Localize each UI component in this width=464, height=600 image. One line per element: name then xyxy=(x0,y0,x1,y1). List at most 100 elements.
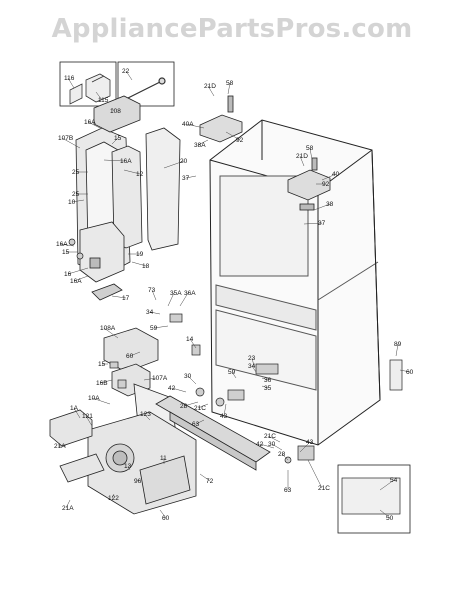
part-label: 16A xyxy=(120,158,132,165)
part-label: 38A xyxy=(194,142,206,149)
leader-line xyxy=(111,295,127,299)
leader-line xyxy=(73,275,89,282)
part-label: 21D xyxy=(296,153,308,160)
part-label: 35 xyxy=(264,385,272,392)
part-label: 63 xyxy=(192,421,200,428)
part-label: 116 xyxy=(64,75,75,82)
part-label: 40A xyxy=(182,121,194,128)
tool-22-drawing xyxy=(127,77,166,99)
part-label: 54 xyxy=(390,477,398,484)
leader-line xyxy=(189,338,197,349)
leader-line xyxy=(153,325,169,329)
leader-line xyxy=(197,403,209,409)
part-label: 16B xyxy=(96,380,108,387)
leader-line xyxy=(185,175,197,179)
part-label: 60 xyxy=(406,369,414,376)
leader-line xyxy=(261,377,269,381)
part-label: 107A xyxy=(152,375,168,382)
part-label: 10A xyxy=(88,395,100,402)
part-label: 92 xyxy=(322,181,330,188)
leader-line xyxy=(225,131,241,141)
part-label: 21A xyxy=(54,443,66,450)
part-label: 13 xyxy=(124,463,132,470)
part-label: 40 xyxy=(332,171,340,178)
part-label: 38 xyxy=(326,201,334,208)
leader-line xyxy=(187,375,197,385)
part-label: 60 xyxy=(126,353,134,360)
leader-line xyxy=(151,289,157,301)
part-label: 1A xyxy=(70,405,79,412)
leader-line xyxy=(143,413,151,421)
part-label: 30 xyxy=(268,441,276,448)
leader-line xyxy=(171,387,187,393)
leader-line xyxy=(149,311,161,315)
part-label: 22 xyxy=(122,68,130,75)
leader-line xyxy=(303,222,323,225)
part-label: 36 xyxy=(264,377,272,384)
leader-line xyxy=(259,443,275,449)
part-label: 59 xyxy=(228,369,236,376)
part-label: 15 xyxy=(114,135,122,142)
leader-line xyxy=(399,369,411,373)
leader-line xyxy=(163,160,185,169)
leader-line xyxy=(197,139,209,146)
inset-box-54-50 xyxy=(337,464,411,534)
hinge-40a-drawing xyxy=(199,95,243,143)
part-label: 16A xyxy=(56,241,68,248)
leader-line xyxy=(251,357,255,367)
leader-line xyxy=(299,441,311,453)
part-label: 50 xyxy=(386,515,394,522)
part-label: 42 xyxy=(168,385,176,392)
part-label: 25 xyxy=(72,191,80,198)
leader-line xyxy=(231,371,237,379)
leader-line xyxy=(67,77,75,89)
leader-line xyxy=(111,137,119,145)
part-label: 89 xyxy=(394,341,402,348)
leader-line xyxy=(73,407,81,419)
leader-line xyxy=(87,121,101,129)
leader-line xyxy=(159,509,167,519)
leader-line xyxy=(61,137,81,149)
leader-line xyxy=(67,267,89,275)
leader-line xyxy=(309,147,313,161)
leader-line xyxy=(129,351,141,357)
leader-line xyxy=(103,327,119,339)
part-label: 28 xyxy=(278,451,286,458)
part-label: 14 xyxy=(186,336,194,343)
inset-box-22 xyxy=(117,61,175,107)
leader-line xyxy=(131,261,147,267)
part-label: 73 xyxy=(148,287,156,294)
leader-line xyxy=(91,397,111,405)
leader-line xyxy=(199,473,211,482)
leader-line xyxy=(227,82,231,95)
leader-line xyxy=(179,292,189,307)
leader-line xyxy=(271,443,283,451)
part-label: 123 xyxy=(140,411,151,418)
part-label: 115 xyxy=(98,97,109,104)
part-label: 28 xyxy=(180,403,188,410)
part-label: 34 xyxy=(248,363,256,370)
part-label: 58 xyxy=(306,145,314,152)
leader-line xyxy=(251,365,257,373)
part-label: 15 xyxy=(98,361,106,368)
part-label: 107B xyxy=(58,135,73,142)
part-label: 43 xyxy=(220,413,228,420)
leader-line xyxy=(127,465,131,471)
part-label: 17 xyxy=(122,295,130,302)
leader-line xyxy=(99,379,113,384)
auger-assembly-drawing xyxy=(49,409,197,515)
part-label: 37 xyxy=(182,175,190,182)
part-label: 10 xyxy=(68,199,76,206)
leader-line xyxy=(185,123,205,129)
part-label: 21D xyxy=(204,83,216,90)
hinge-40-drawing xyxy=(287,157,331,211)
part-label: 92 xyxy=(236,137,244,144)
leader-line xyxy=(123,169,141,175)
leader-line xyxy=(223,403,227,417)
part-label: 25 xyxy=(72,169,80,176)
cabinet-drawing xyxy=(209,119,381,446)
leader-line xyxy=(261,385,269,389)
inset-box-116-115 xyxy=(59,61,117,107)
part-label: 23 xyxy=(248,355,256,362)
